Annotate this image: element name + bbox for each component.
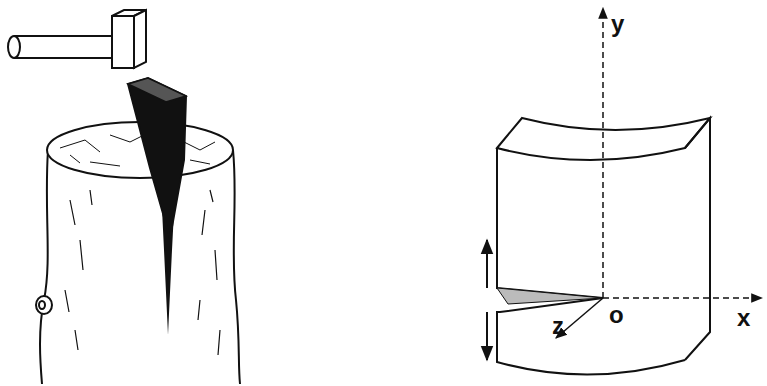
axis-label: o: [609, 303, 624, 327]
block-side: [685, 118, 710, 360]
crack-face: [497, 288, 603, 304]
log-side: [40, 150, 48, 384]
knot: [39, 301, 45, 309]
hammer-head: [112, 16, 134, 68]
hammer-handle: [14, 36, 116, 58]
y-axis: [602, 8, 604, 298]
hammer-head-side: [134, 10, 146, 68]
hammer: [8, 10, 146, 68]
hammer-handle-end: [8, 36, 20, 58]
axis-label: y: [611, 12, 624, 36]
axis-label: z: [552, 314, 564, 338]
x-axis: [603, 297, 762, 299]
log: [36, 122, 240, 384]
wood-grain: [60, 132, 215, 166]
block-front: [497, 148, 685, 375]
load-arrow-up: [486, 240, 488, 288]
wedge-top: [128, 78, 186, 102]
knot: [36, 296, 52, 314]
wedge: [128, 78, 186, 238]
load-arrow-down: [486, 312, 488, 360]
bark-strokes: [65, 190, 220, 355]
axis-label: x: [737, 306, 750, 330]
log-side: [233, 150, 240, 384]
axes: [556, 8, 762, 338]
load-arrows: [486, 240, 488, 360]
